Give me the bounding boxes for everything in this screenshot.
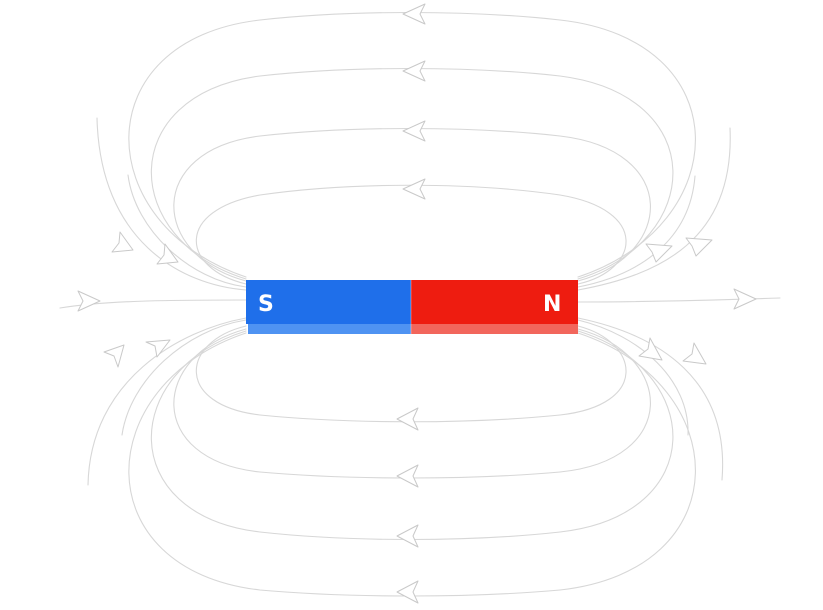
triangle-arrow-icon — [645, 243, 673, 263]
south-pole-label: S — [258, 292, 274, 317]
triangle-arrow-icon — [396, 464, 419, 488]
field-line — [128, 332, 696, 597]
north-pole-label: N — [543, 292, 561, 317]
triangle-arrow-icon — [402, 60, 426, 82]
triangle-arrow-icon — [396, 524, 419, 548]
field-line — [577, 319, 689, 436]
triangle-arrow-icon — [733, 288, 757, 310]
field-line — [128, 11, 696, 278]
triangle-arrow-icon — [103, 344, 125, 368]
triangle-arrow-icon — [402, 120, 426, 142]
field-arrows — [77, 3, 757, 604]
triangle-arrow-icon — [402, 178, 426, 200]
field-line — [577, 297, 781, 303]
field-line — [195, 325, 627, 423]
triangle-arrow-icon — [111, 231, 134, 253]
field-line — [121, 319, 247, 436]
field-line — [173, 127, 651, 282]
field-line — [150, 330, 674, 541]
triangle-arrow-icon — [402, 3, 426, 25]
triangle-arrow-icon — [145, 339, 171, 358]
south-pole — [246, 280, 411, 324]
triangle-arrow-icon — [396, 407, 419, 431]
field-line — [59, 299, 247, 309]
field-line — [577, 127, 731, 291]
triangle-arrow-icon — [638, 337, 663, 361]
triangle-arrow-icon — [396, 580, 419, 604]
bar-magnet: S N — [246, 280, 578, 334]
triangle-arrow-icon — [156, 243, 179, 265]
field-line — [150, 67, 674, 280]
field-line — [87, 317, 247, 486]
field-line — [195, 184, 627, 285]
field-line — [577, 317, 724, 481]
field-line — [173, 328, 651, 479]
triangle-arrow-icon — [77, 290, 101, 312]
field-line — [96, 117, 247, 291]
triangle-arrow-icon — [685, 237, 713, 257]
north-pole — [411, 280, 578, 324]
triangle-arrow-icon — [682, 342, 707, 365]
